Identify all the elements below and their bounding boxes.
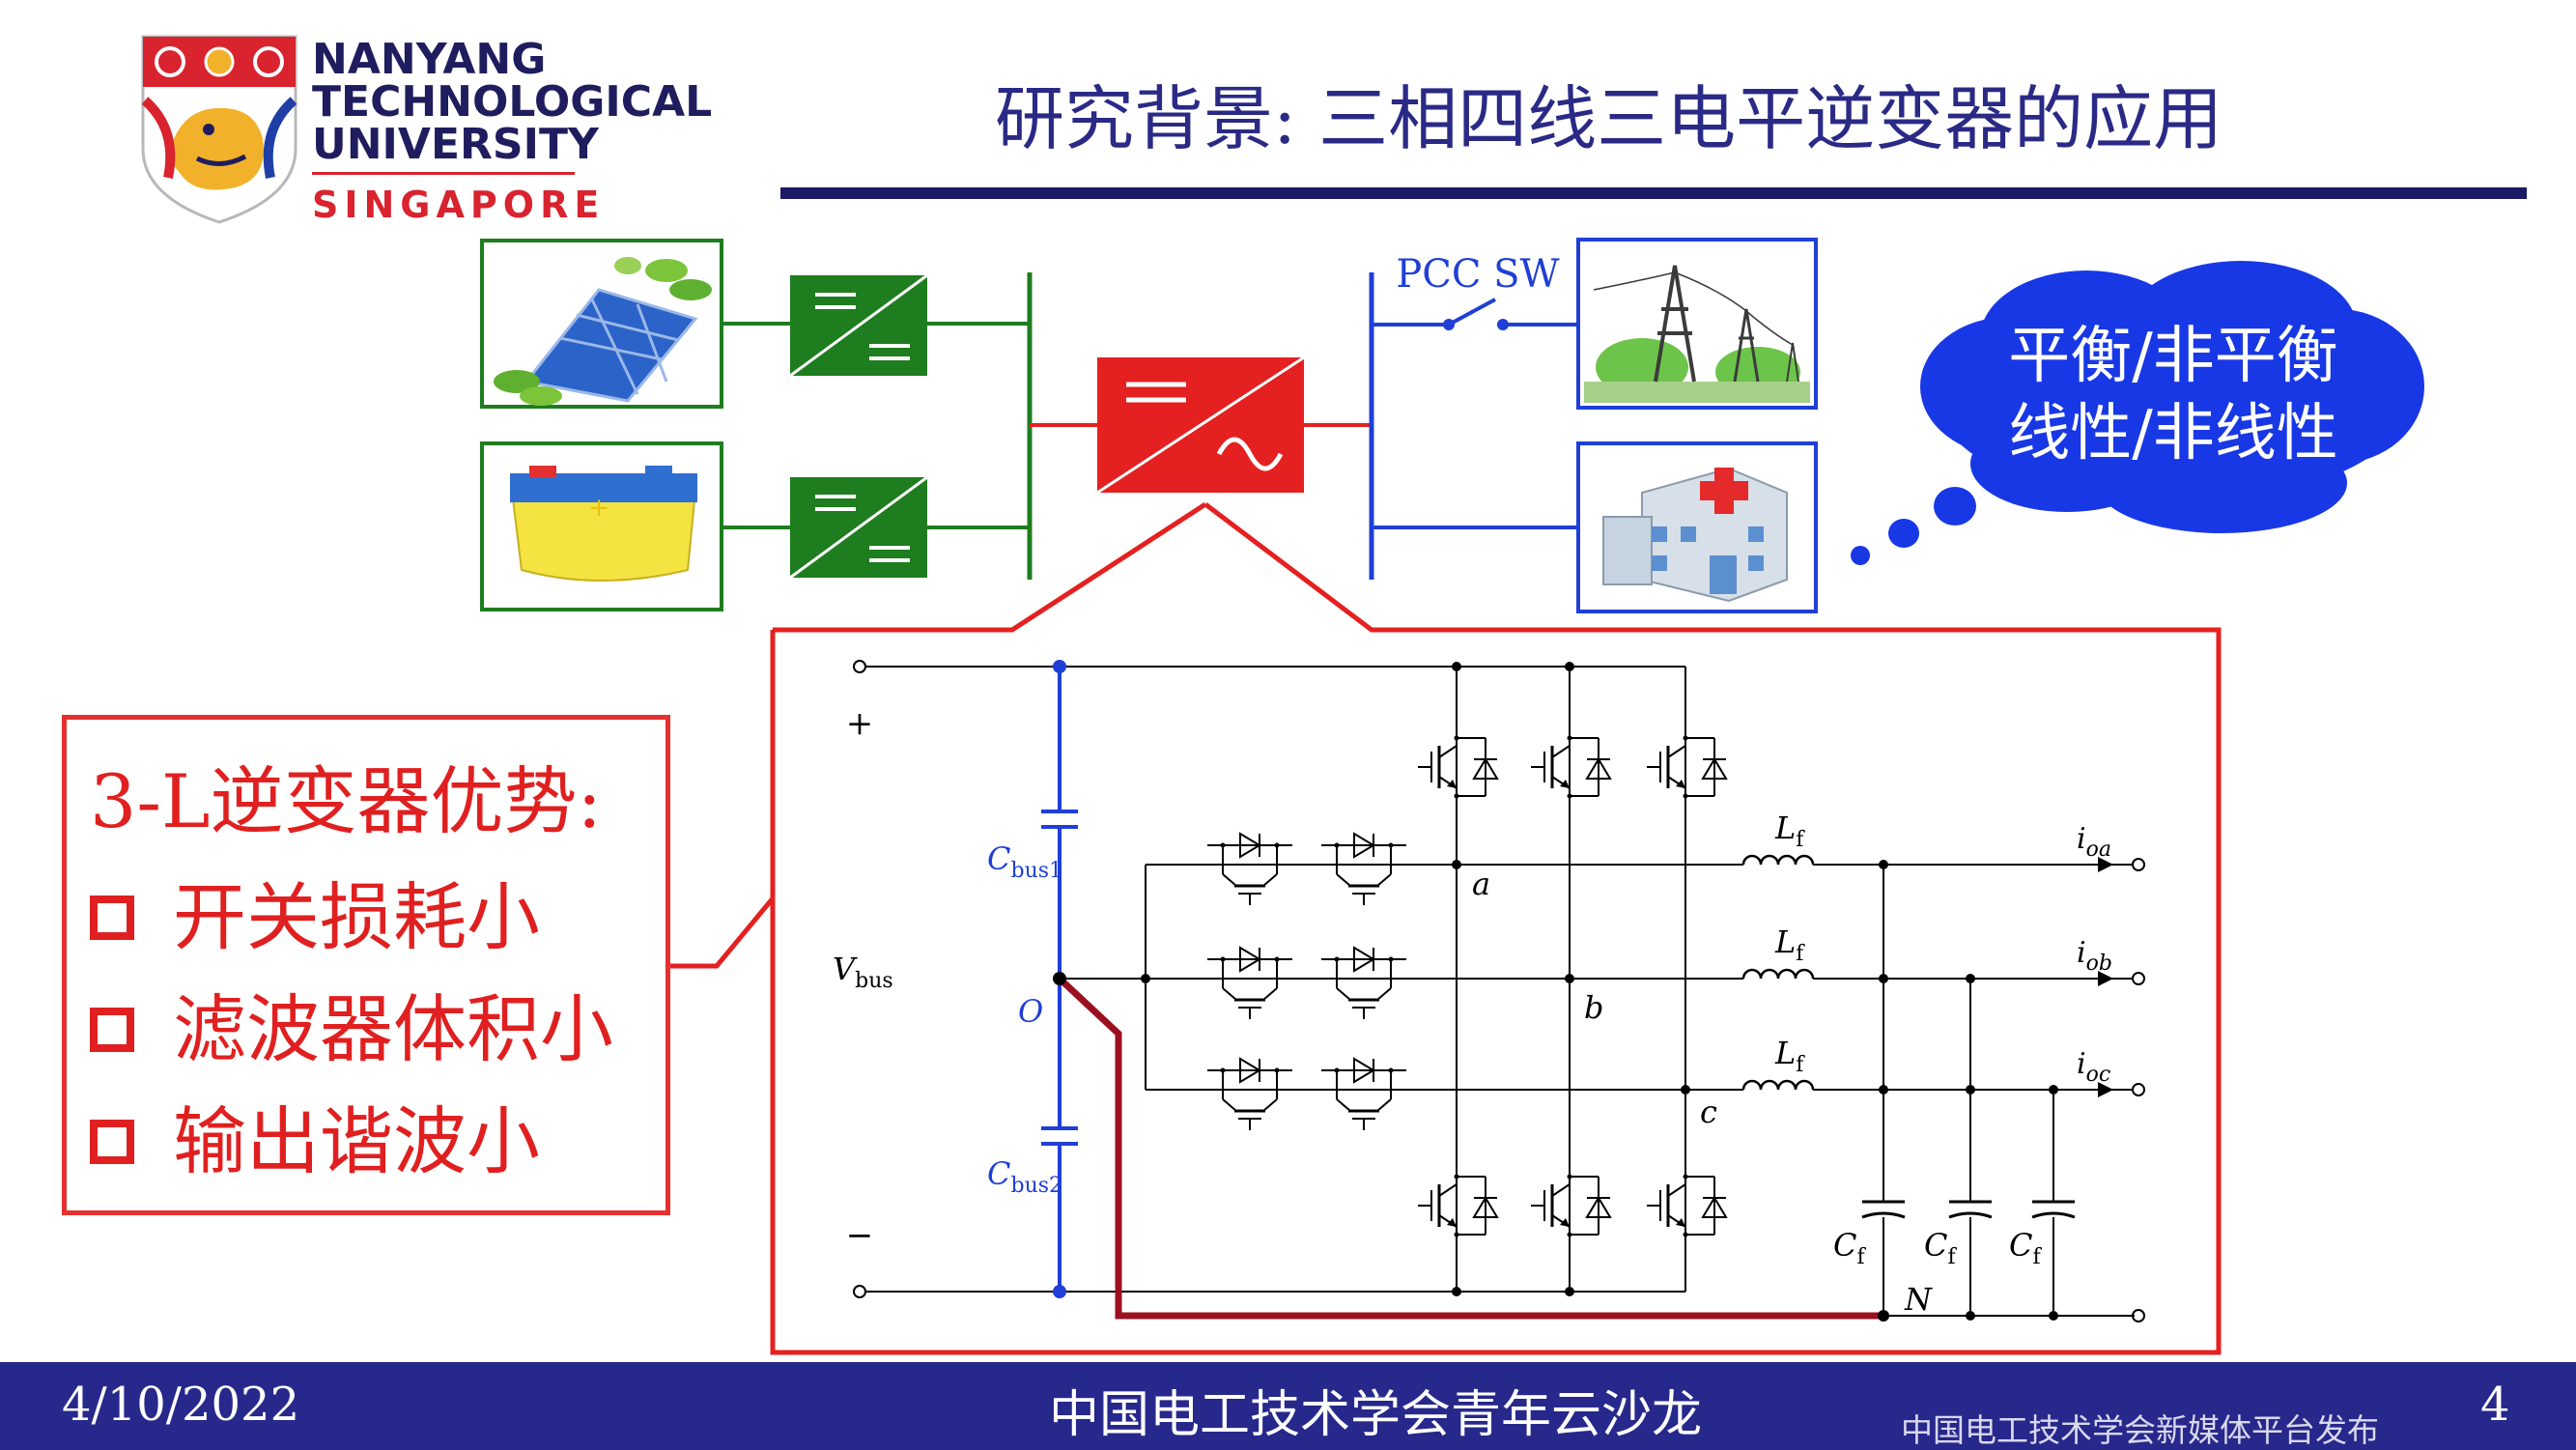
checkbox-icon — [90, 1008, 134, 1052]
current-oc-label: ioc — [2077, 1047, 2110, 1087]
lf-label-a: Lf — [1774, 810, 1805, 852]
pcc-switch-label: PCC SW — [1396, 252, 1559, 297]
three-level-inverter-schematic: + − Vbus Cbus1 Cbus2 O — [833, 660, 2145, 1322]
logo-line-1: NANYANG — [312, 35, 547, 84]
cloud-line-1: 平衡/非平衡 — [2008, 321, 2338, 392]
cloud-line-2: 线性/非线性 — [2008, 398, 2338, 469]
cf-label-c: Cf — [2009, 1227, 2042, 1269]
current-oa-label: ioa — [2077, 822, 2111, 862]
solar-panel-icon — [480, 239, 723, 409]
cf-label-a: Cf — [1833, 1227, 1866, 1269]
advantage-item: 滤波器体积小 — [90, 986, 613, 1073]
battery-icon: + — [480, 441, 723, 611]
cbus1-label: Cbus1 — [987, 840, 1062, 883]
footer-bar: 4/10/2022 中国电工技术学会青年云沙龙 中国电工技术学会新媒体平台发布 … — [0, 1362, 2576, 1450]
node-b-label: b — [1584, 989, 1603, 1026]
minus-terminal-label: − — [846, 1216, 874, 1255]
node-c-label: c — [1700, 1094, 1717, 1130]
title-underline — [780, 187, 2527, 199]
neutral-n-label: N — [1904, 1281, 1933, 1318]
node-a-label: a — [1472, 866, 1490, 902]
advantage-item: 输出谐波小 — [90, 1098, 540, 1185]
dcac-inverter[interactable] — [1096, 355, 1305, 495]
logo-divider — [312, 172, 575, 175]
logo-line-3: UNIVERSITY — [312, 120, 599, 169]
advantages-box: 3-L逆变器优势: 开关损耗小 滤波器体积小 输出谐波小 — [62, 715, 670, 1215]
lf-label-c: Lf — [1774, 1035, 1805, 1077]
logo-line-4: SINGAPORE — [312, 184, 606, 226]
checkbox-icon — [90, 1120, 134, 1164]
circuit-frame — [770, 502, 2222, 1355]
cbus2-label: Cbus2 — [987, 1155, 1062, 1198]
power-grid-icon — [1576, 238, 1818, 410]
page-title: 研究背景: 三相四线三电平逆变器的应用 — [995, 78, 2223, 159]
ntu-crest-icon — [141, 35, 297, 224]
footer-publisher: 中国电工技术学会新媒体平台发布 — [1901, 1411, 2379, 1449]
svg-text:+: + — [588, 494, 609, 523]
neutral-point-label: O — [1018, 993, 1043, 1030]
system-diagram: + — [480, 238, 2424, 1355]
lf-label-b: Lf — [1774, 924, 1805, 966]
thought-cloud — [1851, 261, 2424, 565]
dcdc-converter-solar — [789, 273, 928, 378]
footer-title: 中国电工技术学会青年云沙龙 — [1049, 1386, 1703, 1444]
footer-date: 4/10/2022 — [62, 1378, 300, 1432]
logo-line-2: TECHNOLOGICAL — [312, 77, 713, 127]
page-number: 4 — [2480, 1378, 2510, 1432]
vbus-label: Vbus — [833, 951, 893, 993]
plus-terminal-label: + — [846, 704, 874, 743]
checkbox-icon — [90, 896, 134, 940]
hospital-icon — [1576, 441, 1818, 613]
advantage-item: 开关损耗小 — [90, 874, 540, 961]
current-ob-label: iob — [2077, 936, 2112, 976]
advantages-heading: 3-L逆变器优势: — [90, 758, 603, 844]
dcdc-converter-battery — [789, 475, 928, 580]
cf-label-b: Cf — [1924, 1227, 1957, 1269]
